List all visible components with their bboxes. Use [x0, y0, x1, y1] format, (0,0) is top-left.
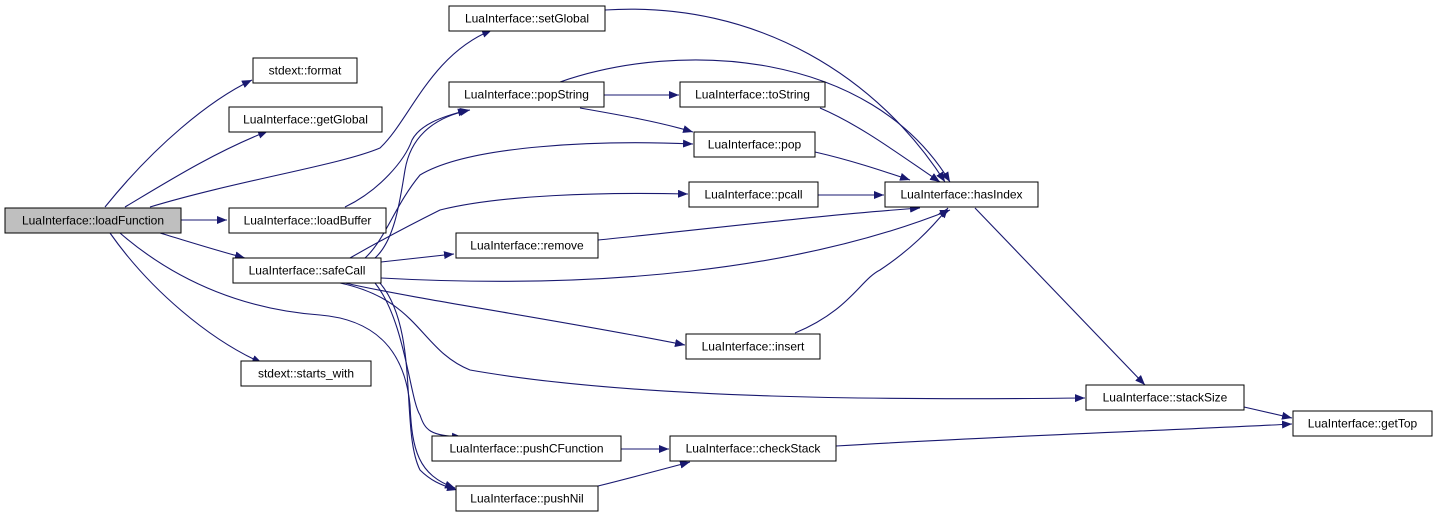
node-label: LuaInterface::hasIndex — [900, 188, 1022, 202]
edge-remove-hasIndex — [597, 204, 921, 241]
node-label: LuaInterface::setGlobal — [465, 12, 589, 26]
edge-safeCall-pcall — [349, 189, 689, 259]
node-label: stdext::starts_with — [258, 367, 354, 381]
node-toString[interactable]: LuaInterface::toString — [679, 81, 826, 108]
node-label: LuaInterface::popString — [464, 88, 589, 102]
node-pushNil[interactable]: LuaInterface::pushNil — [455, 485, 599, 512]
edge-setGlobal-hasIndex — [604, 8, 946, 183]
edge-loadFunction-setGlobal — [149, 29, 493, 208]
edge-loadFunction-safeCall — [159, 232, 246, 260]
node-remove[interactable]: LuaInterface::remove — [455, 232, 599, 259]
edge-loadFunction-format — [104, 79, 253, 208]
node-format[interactable]: stdext::format — [252, 57, 358, 84]
node-starts_with[interactable]: stdext::starts_with — [240, 360, 372, 387]
edge-hasIndex-stackSize — [974, 207, 1146, 386]
edge-safeCall-pushCFunction — [374, 282, 463, 441]
edge-loadBuffer-popString — [344, 108, 469, 208]
edge-loadFunction-getGlobal — [124, 130, 269, 208]
edge-loadFunction-pushNil — [119, 232, 456, 489]
edge-safeCall-popString — [374, 108, 471, 259]
node-label: LuaInterface::getTop — [1308, 417, 1418, 431]
edge-safeCall-insert — [344, 282, 686, 347]
node-label: LuaInterface::pcall — [704, 188, 802, 202]
node-label: LuaInterface::remove — [470, 239, 584, 253]
node-label: LuaInterface::pushNil — [470, 492, 583, 506]
node-label: stdext::format — [269, 64, 342, 78]
edge-loadFunction-starts_with — [109, 232, 263, 364]
node-label: LuaInterface::pop — [708, 138, 802, 152]
node-insert[interactable]: LuaInterface::insert — [685, 333, 821, 360]
node-safeCall[interactable]: LuaInterface::safeCall — [232, 257, 382, 284]
node-label: LuaInterface::loadBuffer — [244, 214, 372, 228]
node-pop[interactable]: LuaInterface::pop — [693, 131, 816, 158]
node-label: LuaInterface::safeCall — [249, 264, 366, 278]
node-label: LuaInterface::insert — [702, 340, 805, 354]
edge-pop-hasIndex — [814, 151, 911, 181]
node-popString[interactable]: LuaInterface::popString — [448, 81, 605, 108]
node-checkStack[interactable]: LuaInterface::checkStack — [669, 435, 837, 462]
edge-popString-pop — [579, 107, 694, 133]
node-label: LuaInterface::loadFunction — [22, 214, 164, 228]
node-pushCFunction[interactable]: LuaInterface::pushCFunction — [431, 435, 622, 462]
node-label: LuaInterface::toString — [695, 88, 810, 102]
node-label: LuaInterface::getGlobal — [243, 113, 368, 127]
node-getTop[interactable]: LuaInterface::getTop — [1292, 410, 1433, 437]
node-label: LuaInterface::pushCFunction — [449, 442, 603, 456]
edge-safeCall-stackSize — [339, 282, 1086, 403]
edge-popString-hasIndex — [559, 59, 951, 183]
edge-safeCall-pushNil — [379, 282, 458, 492]
node-label: LuaInterface::checkStack — [686, 442, 822, 456]
edge-safeCall-remove — [380, 251, 455, 263]
nodes: LuaInterface::loadFunction stdext::forma… — [4, 5, 1433, 512]
node-getGlobal[interactable]: LuaInterface::getGlobal — [228, 106, 383, 133]
node-pcall[interactable]: LuaInterface::pcall — [688, 181, 819, 208]
node-loadFunction[interactable]: LuaInterface::loadFunction — [4, 207, 182, 234]
edge-checkStack-getTop — [835, 420, 1293, 447]
node-loadBuffer[interactable]: LuaInterface::loadBuffer — [228, 207, 387, 234]
edge-insert-hasIndex — [794, 207, 949, 334]
node-stackSize[interactable]: LuaInterface::stackSize — [1085, 384, 1245, 411]
edge-safeCall-hasIndex — [380, 209, 951, 282]
edge-toString-hasIndex — [819, 107, 941, 183]
node-setGlobal[interactable]: LuaInterface::setGlobal — [448, 5, 606, 32]
node-label: LuaInterface::stackSize — [1103, 391, 1228, 405]
edges — [104, 8, 1293, 492]
node-hasIndex[interactable]: LuaInterface::hasIndex — [884, 181, 1039, 208]
edge-stackSize-getTop — [1243, 406, 1293, 420]
edge-pushNil-checkStack — [597, 460, 691, 487]
